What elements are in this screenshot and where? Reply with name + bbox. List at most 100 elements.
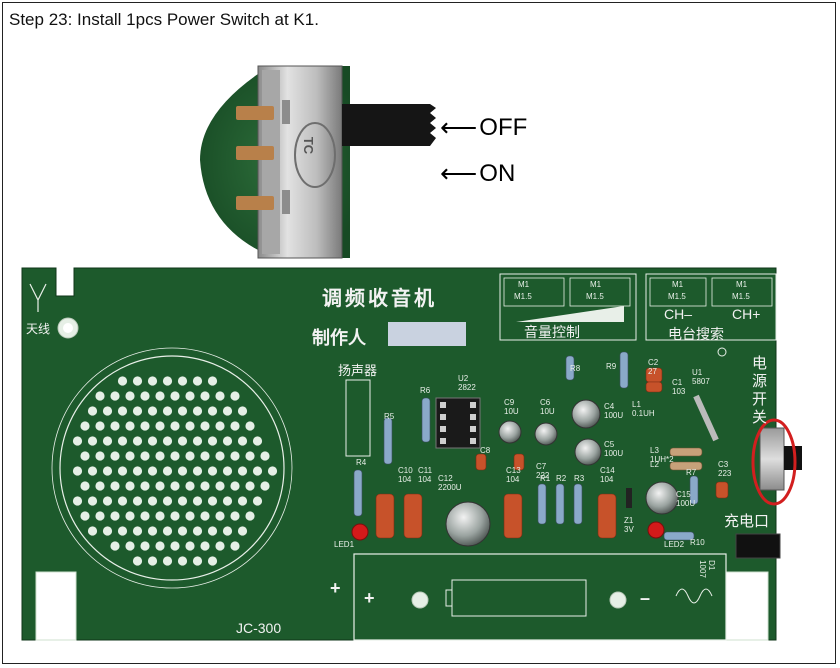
switch-zoom-inset [200, 65, 436, 259]
component-ref: R8 [570, 364, 581, 373]
battery-minus: – [640, 588, 651, 608]
speaker-hole [110, 421, 120, 431]
speaker-hole [222, 436, 233, 446]
speaker-hole [237, 496, 248, 506]
speaker-hole [215, 451, 225, 461]
component-ref: R1 [540, 474, 551, 483]
component-label: R10 [690, 538, 705, 547]
m1-label: M1 [590, 280, 602, 289]
component-ref: R5 [384, 412, 395, 421]
speaker-hole [192, 496, 203, 506]
speaker-hole [207, 406, 218, 416]
component-ref: C11 [418, 466, 433, 475]
m15-label: M1.5 [586, 292, 604, 301]
speaker-hole [117, 436, 128, 446]
power-switch-label-4: 关 [752, 408, 768, 426]
speaker-hole [177, 406, 188, 416]
component-ref: C8 [480, 446, 491, 455]
speaker-hole [162, 436, 173, 446]
component-ref: C4 [604, 402, 615, 411]
speaker-hole [110, 541, 120, 551]
speaker-hole [170, 481, 180, 491]
speaker-hole [237, 436, 248, 446]
speaker-hole [200, 391, 210, 401]
component-value: 5807 [692, 377, 710, 386]
speaker-hole [177, 496, 188, 506]
speaker-hole [185, 511, 195, 521]
speaker-hole [245, 451, 255, 461]
speaker-hole [140, 421, 150, 431]
speaker-hole [245, 421, 255, 431]
speaker-hole [170, 421, 180, 431]
component-ref: R7 [686, 468, 697, 477]
speaker-hole [95, 421, 105, 431]
component-ref: C12 [438, 474, 453, 483]
speaker-hole [102, 496, 113, 506]
component-ref: R4 [356, 458, 367, 467]
speaker-hole [125, 541, 135, 551]
component-ref: Z1 [624, 516, 634, 525]
component-ref: L1 [632, 400, 641, 409]
speaker-hole [230, 481, 240, 491]
speaker-hole [215, 511, 225, 521]
component-label: R8 [570, 364, 580, 373]
speaker-hole [155, 391, 165, 401]
component-value: 104 [398, 475, 412, 484]
speaker-hole [200, 541, 210, 551]
speaker-hole [155, 511, 165, 521]
maker-label: 制作人 [312, 328, 366, 349]
speaker-hole [252, 466, 263, 476]
speaker-hole [125, 511, 135, 521]
power-switch-label-2: 源 [752, 372, 768, 390]
speaker-hole [237, 466, 248, 476]
speaker-hole [192, 436, 203, 446]
speaker-hole [102, 436, 113, 446]
speaker-hole [95, 391, 105, 401]
speaker-hole [155, 451, 165, 461]
component-value: 100U [604, 411, 624, 420]
board-title: 调频收音机 [322, 286, 437, 310]
step-title: Step 23: Install 1pcs Power Switch at K1… [9, 10, 319, 29]
speaker-hole [185, 451, 195, 461]
speaker-hole [222, 496, 233, 506]
arrow-left-icon: ⟵ [440, 112, 478, 142]
component-label: C8 [480, 446, 490, 455]
speaker-hole [162, 466, 173, 476]
speaker-hole [87, 406, 98, 416]
speaker-hole [207, 376, 218, 386]
speaker-hole [110, 451, 120, 461]
component-label: R4 [356, 458, 366, 467]
speaker-hole [192, 466, 203, 476]
speaker-hole [207, 466, 218, 476]
component-ref: C7 [536, 462, 547, 471]
component-value: 222 [536, 471, 550, 480]
speaker-label: 扬声器 [338, 364, 378, 379]
speaker-hole [200, 451, 210, 461]
component-ref: U1 [692, 368, 703, 377]
component-value: 0.1UH [632, 409, 655, 418]
speaker-hole [72, 436, 83, 446]
component-label: R3 [574, 474, 584, 483]
speaker-hole [230, 511, 240, 521]
speaker-hole [200, 511, 210, 521]
speaker-hole [245, 511, 255, 521]
speaker-hole [222, 526, 233, 536]
speaker-hole [147, 526, 158, 536]
speaker-hole [200, 421, 210, 431]
component-label: R2 [556, 474, 566, 483]
speaker-hole [162, 376, 173, 386]
